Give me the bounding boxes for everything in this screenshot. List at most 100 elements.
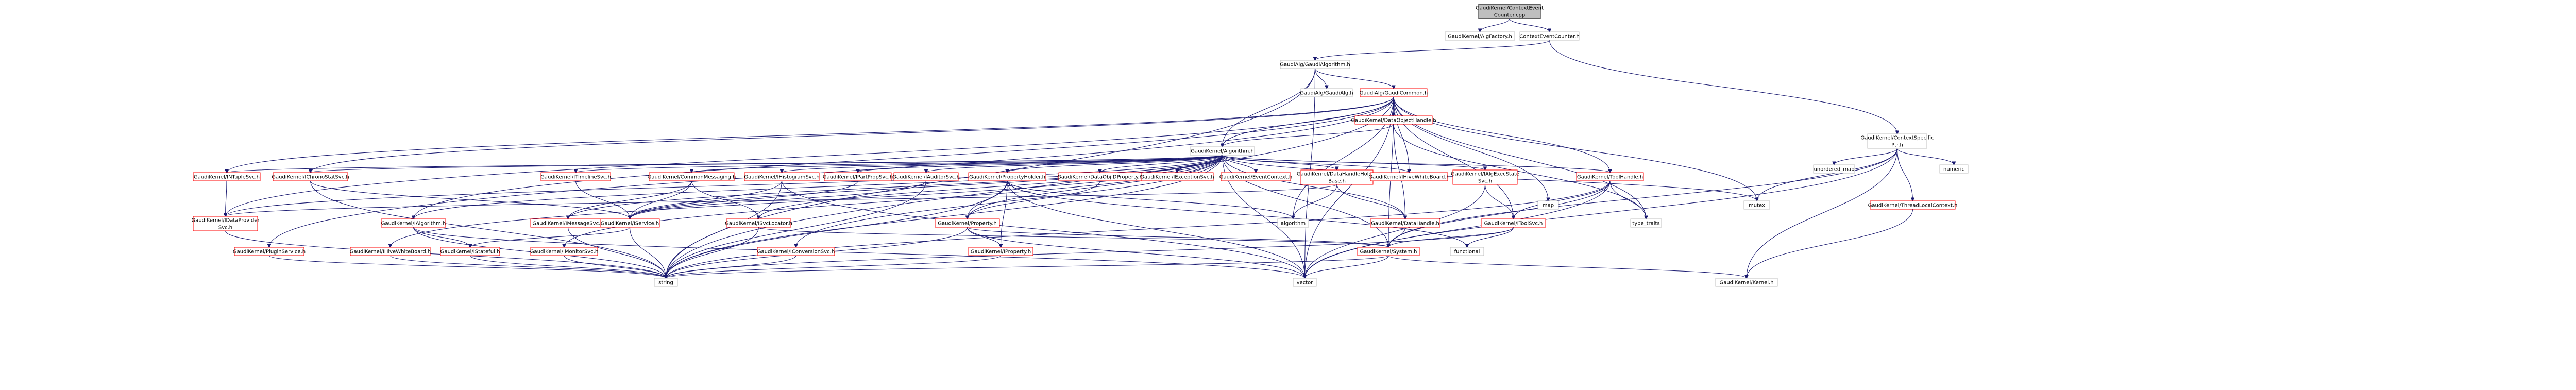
edge-isvclocator-to-string <box>666 227 759 278</box>
node-itimelinesvc[interactable]: GaudiKernel/ITimelineSvc.h <box>540 172 611 181</box>
edge-dataobjhandle-to-type_traits <box>1393 124 1646 219</box>
node-iconversionsvc[interactable]: GaudiKernel/IConversionSvc.h <box>757 247 835 256</box>
edge-property-to-system <box>967 227 1389 247</box>
node-itoolsvc[interactable]: GaudiKernel/IToolSvc.h <box>1481 218 1546 228</box>
node-iproperty[interactable]: GaudiKernel/IProperty.h <box>968 247 1033 256</box>
node-ihivewbcontext[interactable]: GaudiKernel/IHiveWhiteBoard.h <box>1368 172 1450 181</box>
node-kernel[interactable]: GaudiKernel/Kernel.h <box>1715 278 1778 287</box>
node-gaudialgh[interactable]: GaudiAlg/GaudiAlg.h <box>1300 88 1353 97</box>
edge-root-to-ctxcounter <box>1509 18 1550 32</box>
edge-ialgexecstate-to-itoolsvc <box>1485 184 1514 219</box>
node-algorithmstd[interactable]: algorithm <box>1277 218 1309 228</box>
node-ipartpropsvc[interactable]: GaudiKernel/IPartPropSvc.h <box>823 172 893 181</box>
node-label-mutex: mutex <box>1749 203 1765 209</box>
node-threadlocal[interactable]: GaudiKernel/ThreadLocalContext.h <box>1868 200 1958 210</box>
edge-iniuplesvc-to-idataprovider <box>226 180 227 216</box>
edge-dataobjid-to-property <box>968 180 1100 219</box>
node-commonmsg[interactable]: GaudiKernel/CommonMessaging.h <box>648 172 736 181</box>
edge-algorithm-to-system <box>1222 155 1389 247</box>
edge-toolhandle-to-type_traits <box>1609 180 1646 219</box>
edge-toolhandle-to-system <box>1388 180 1611 247</box>
node-label-ipartpropsvc: GaudiKernel/IPartPropSvc.h <box>823 175 893 180</box>
edge-gaudialg-to-gaudialgh <box>1315 68 1327 89</box>
node-numeric[interactable]: numeric <box>1939 164 1969 174</box>
node-label-functional: functional <box>1454 249 1480 255</box>
node-toolhandle[interactable]: GaudiKernel/ToolHandle.h <box>1576 172 1644 181</box>
node-system[interactable]: GaudiKernel/System.h <box>1357 247 1420 256</box>
node-functional[interactable]: functional <box>1450 247 1484 256</box>
edge-algorithm-to-ipartpropsvc <box>858 155 1223 173</box>
edge-iinvalidwhiteboard-to-string <box>390 255 666 278</box>
node-dataobjhandle[interactable]: GaudiKernel/DataObjectHandle.h <box>1351 115 1436 125</box>
node-imonitorsvc[interactable]: GaudiKernel/IMonitorSvc.h <box>530 247 598 256</box>
edge-gaudialg-to-algorithm <box>1223 68 1315 147</box>
node-ialgorithm[interactable]: GaudiKernel/IAlgorithm.h <box>381 218 446 228</box>
node-label-ihistosvc: GaudiKernel/IHistogramSvc.h <box>744 175 819 180</box>
node-unordered_map[interactable]: unordered_map <box>1813 164 1855 174</box>
node-label-imonitorsvc: GaudiKernel/IMonitorSvc.h <box>530 249 598 255</box>
edge-ctxspecific-to-unordered_map <box>1834 148 1897 165</box>
node-label-istatefulh: GaudiKernel/IStateful.h <box>440 249 500 255</box>
node-isvclocator[interactable]: GaudiKernel/ISvcLocator.h <box>725 218 792 228</box>
node-dataobjid[interactable]: GaudiKernel/DataObjIDProperty.h <box>1057 172 1143 181</box>
node-iauditorsvc[interactable]: GaudiKernel/IAuditorSvc.h <box>892 172 960 181</box>
node-type_traits[interactable]: type_traits <box>1630 218 1662 228</box>
edge-gaudicommon-to-map <box>1393 96 1548 201</box>
edge-iservice-to-istatefulh <box>470 227 630 247</box>
node-label-ctxcounter: ContextEventCounter.h <box>1519 34 1579 40</box>
node-label-idataprovider: GaudiKernel/IDataProvider <box>191 218 260 224</box>
node-label-ctxspecific: Ptr.h <box>1891 143 1903 148</box>
node-iniuplesvc[interactable]: GaudiKernel/INTupleSvc.h <box>193 172 261 181</box>
node-ipluginsvc[interactable]: GaudiKernel/PluginService.h <box>233 247 306 256</box>
node-label-gaudialgh: GaudiAlg/GaudiAlg.h <box>1300 91 1353 96</box>
edge-iauditorsvc-to-string <box>666 180 926 278</box>
node-label-toolhandle: GaudiKernel/ToolHandle.h <box>1577 175 1643 180</box>
node-property[interactable]: GaudiKernel/Property.h <box>935 218 1000 228</box>
node-label-isvclocator: GaudiKernel/ISvcLocator.h <box>725 221 792 227</box>
node-label-ialgorithm: GaudiKernel/IAlgorithm.h <box>381 221 446 227</box>
node-algorithm[interactable]: GaudiKernel/Algorithm.h <box>1190 146 1255 156</box>
node-label-itoolsvc: GaudiKernel/IToolSvc.h <box>1484 221 1543 227</box>
node-ihistosvc[interactable]: GaudiKernel/IHistogramSvc.h <box>744 172 820 181</box>
node-algfactory[interactable]: GaudiKernel/AlgFactory.h <box>1445 31 1515 41</box>
node-iinvalidwhiteboard[interactable]: GaudiKernel/IHiveWhiteBoard.h <box>350 247 431 256</box>
node-map[interactable]: map <box>1537 200 1559 210</box>
node-iservice[interactable]: GaudiKernel/IService.h <box>600 218 660 228</box>
edge-gaudicommon-to-type_traits <box>1393 96 1646 219</box>
node-label-datahandle: GaudiKernel/DataHandle.h <box>1371 221 1439 227</box>
node-gaudicommon[interactable]: GaudiAlg/GaudiCommon.h <box>1360 88 1428 97</box>
edge-ialgorithm-to-vector <box>413 227 1305 278</box>
node-label-root: GaudiKernel/ContextEvent <box>1476 6 1544 11</box>
node-imessagesvc[interactable]: GaudiKernel/IMessageSvc.h <box>530 218 606 228</box>
nodes: GaudiKernel/ContextEventCounter.cppGaudi… <box>191 4 1969 287</box>
node-string[interactable]: string <box>654 278 678 287</box>
edge-ichronostat-to-iservice <box>310 180 630 219</box>
edge-algorithm-to-ihistosvc <box>782 155 1223 173</box>
edge-algorithm-to-propertyholder <box>1007 155 1223 173</box>
edge-imonitorsvc-to-string <box>564 255 666 278</box>
node-root[interactable]: GaudiKernel/ContextEventCounter.cpp <box>1476 4 1544 19</box>
node-propertyholder[interactable]: GaudiKernel/PropertyHolder.h <box>968 172 1046 181</box>
node-label-system: GaudiKernel/System.h <box>1360 249 1417 255</box>
node-ctxcounter[interactable]: ContextEventCounter.h <box>1519 31 1580 41</box>
node-gaudialg[interactable]: GaudiAlg/GaudiAlgorithm.h <box>1280 60 1350 69</box>
node-ichronostat[interactable]: GaudiKernel/IChronoStatSvc.h <box>272 172 349 181</box>
node-datahandle[interactable]: GaudiKernel/DataHandle.h <box>1370 218 1440 228</box>
edge-ipartpropsvc-to-iservice <box>630 180 858 219</box>
node-label-unordered_map: unordered_map <box>1814 167 1855 173</box>
edge-ctxspecific-to-numeric <box>1897 148 1954 165</box>
node-mutex[interactable]: mutex <box>1743 200 1770 210</box>
edge-ctxspecific-to-mutex <box>1757 148 1897 201</box>
node-label-datahandleholder: GaudiKernel/DataHandleHolder <box>1297 172 1378 177</box>
node-istatefulh[interactable]: GaudiKernel/IStateful.h <box>440 247 500 256</box>
edge-propertyholder-to-vector <box>1007 180 1305 278</box>
node-eventcontext[interactable]: GaudiKernel/EventContext.h <box>1219 172 1292 181</box>
edge-ctxspecific-to-vector <box>1305 148 1897 278</box>
node-vector[interactable]: vector <box>1293 278 1317 287</box>
node-iexception[interactable]: GaudiKernel/IExceptionSvc.h <box>1140 172 1214 181</box>
node-label-type_traits: type_traits <box>1632 221 1659 227</box>
